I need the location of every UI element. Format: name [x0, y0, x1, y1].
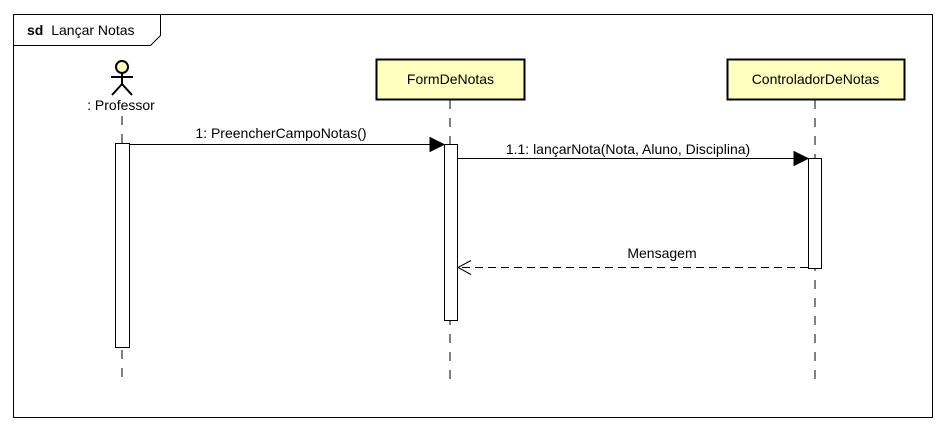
actor-icon	[111, 60, 133, 96]
frame-keyword: sd	[27, 22, 43, 38]
frame-title: sd Lançar Notas	[27, 22, 135, 38]
lifeline-controlador-de-notas: ControladorDeNotas	[726, 58, 906, 382]
activation-controlador-de-notas	[808, 158, 822, 269]
lifeline-label-controlador-de-notas: ControladorDeNotas	[752, 71, 880, 87]
activation-form-de-notas	[444, 144, 458, 321]
lifeline-label-form-de-notas: FormDeNotas	[407, 71, 494, 87]
diagram-frame	[13, 14, 933, 418]
lifeline-form-de-notas: FormDeNotas	[375, 58, 526, 382]
message-preencher-campo-notas: 1: PreencherCampoNotas()	[130, 125, 446, 153]
filled-arrowhead-icon	[793, 150, 810, 167]
message-lancar-nota: 1.1: lançarNota(Nota, Aluno, Disciplina)	[458, 141, 810, 167]
lifeline-box-form-de-notas	[375, 58, 526, 101]
message-label: 1.1: lançarNota(Nota, Aluno, Disciplina)	[506, 141, 750, 157]
frame-name: Lançar Notas	[51, 22, 134, 38]
message-label: 1: PreencherCampoNotas()	[195, 125, 366, 141]
message-label: Mensagem	[627, 245, 696, 261]
filled-arrowhead-icon	[429, 136, 446, 153]
activation-professor	[115, 143, 130, 348]
message-mensagem-reply: Mensagem	[456, 245, 808, 275]
lifeline-professor: : Professor	[87, 60, 155, 382]
actor-label-professor: : Professor	[87, 97, 155, 113]
open-arrowhead-icon	[456, 260, 472, 275]
lifeline-box-controlador-de-notas	[726, 58, 906, 101]
frame-name-tab	[13, 14, 161, 46]
